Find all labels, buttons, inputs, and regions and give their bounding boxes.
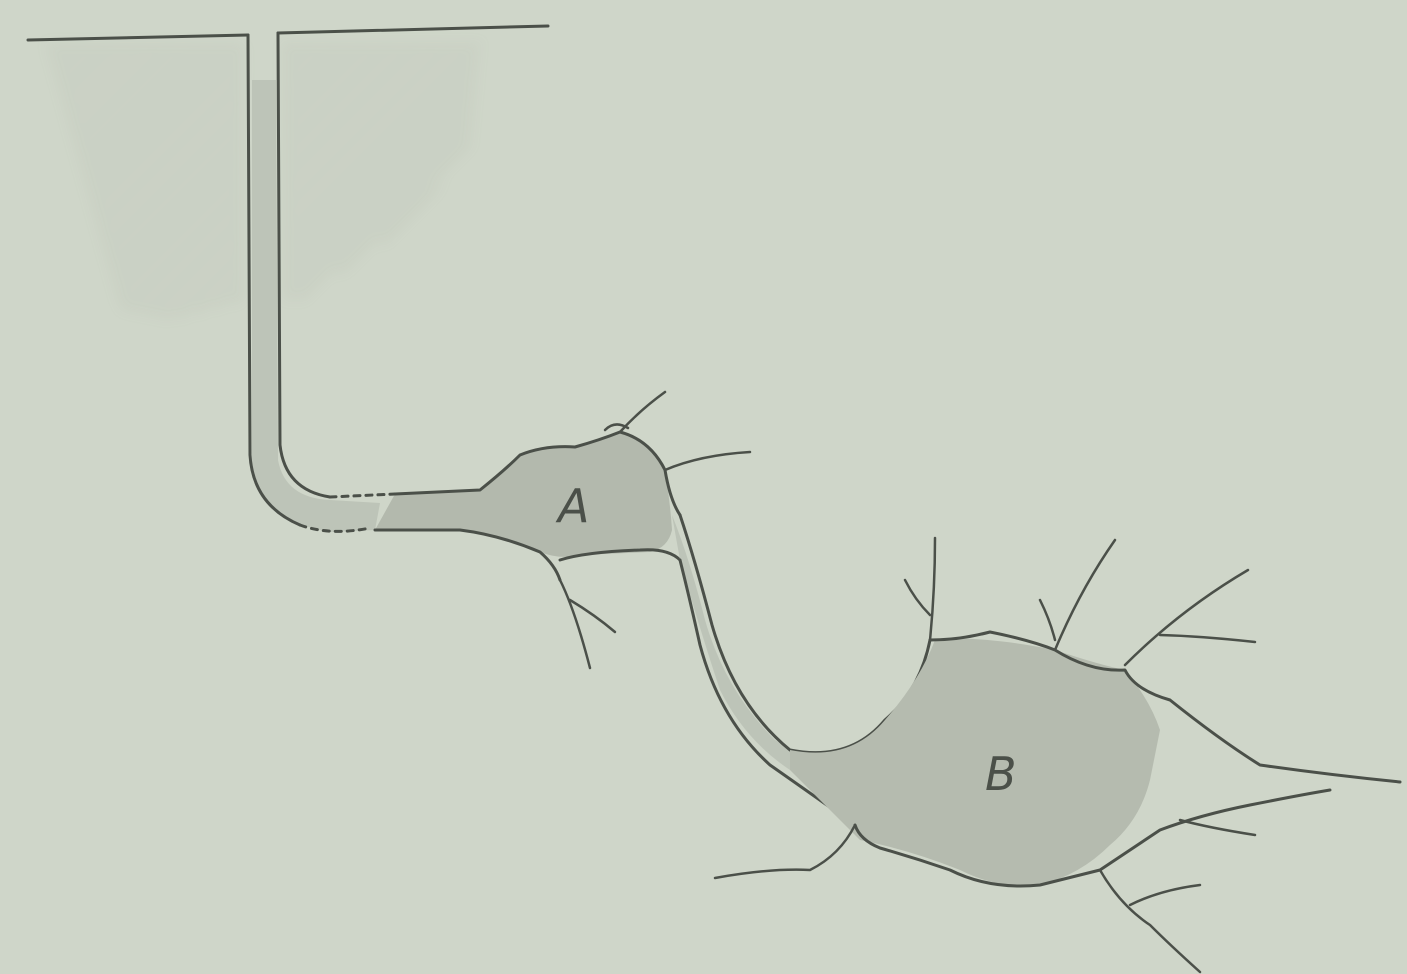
crack-b-4 (1180, 820, 1255, 835)
crack-b-6b (1130, 885, 1200, 905)
crack-a-bottom-1b (570, 600, 615, 632)
ground-surface-right (278, 26, 548, 33)
ground-hatch-left (45, 42, 245, 320)
shaft-bend-dashed-top (330, 494, 395, 497)
label-b: B (985, 747, 1017, 801)
crack-b-1b (905, 580, 930, 615)
crack-a-bottom-1 (560, 580, 590, 668)
crack-a-top-2 (665, 452, 750, 470)
crack-b-3b (1160, 635, 1255, 642)
crack-b-1 (930, 538, 935, 640)
crack-b-3 (1125, 570, 1248, 665)
cavity-b (790, 639, 1160, 886)
crack-b-5 (715, 825, 855, 878)
cavity-a (375, 432, 672, 557)
crack-b-2 (1055, 540, 1115, 650)
label-a: A (555, 479, 589, 533)
crack-a-top-1b (605, 424, 628, 430)
crack-b-6 (1100, 870, 1200, 972)
crack-b-2b (1040, 600, 1055, 640)
ground-hatch-right (282, 42, 480, 300)
ground-surface-left (28, 35, 248, 40)
